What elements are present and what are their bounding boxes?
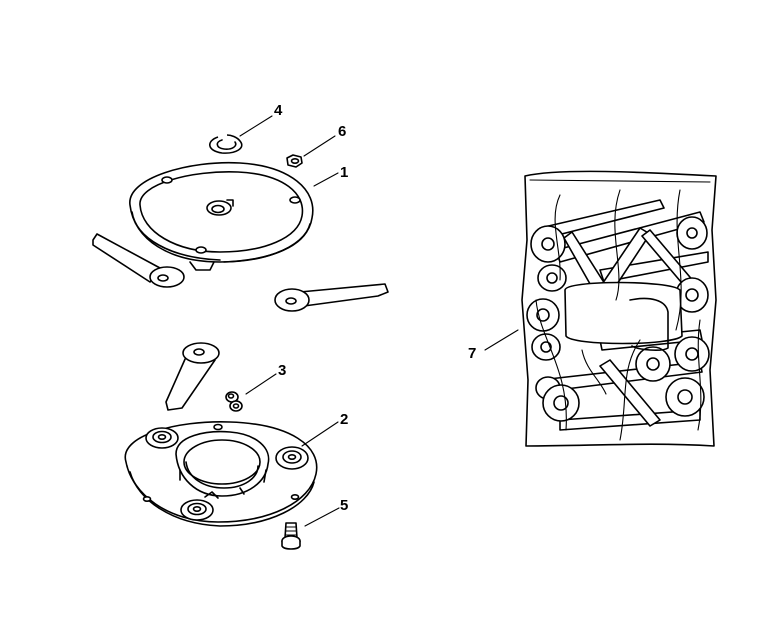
blade-right (274, 283, 389, 312)
bearing-bottom (180, 499, 214, 521)
blade-left (92, 233, 185, 288)
cover-disc-part-1 (129, 161, 314, 271)
callout-5: 5 (340, 497, 348, 514)
callout-1: 1 (340, 164, 348, 181)
base-plate-part-2 (124, 421, 318, 527)
callout-6: 6 (338, 123, 346, 140)
callout-7: 7 (468, 345, 476, 362)
spare-blades-bag-part-7 (521, 170, 717, 447)
callout-2: 2 (340, 411, 348, 428)
bearing-left (145, 427, 179, 449)
snap-ring-part-4 (209, 134, 243, 154)
washer-part-3 (225, 391, 243, 412)
screw-part-5 (281, 522, 301, 550)
callout-3: 3 (278, 362, 286, 379)
bearing-right (275, 446, 309, 470)
nut-part-6 (286, 154, 303, 168)
callout-4: 4 (274, 102, 283, 119)
leader-lines (239, 115, 519, 527)
blade-vertical (165, 342, 220, 411)
